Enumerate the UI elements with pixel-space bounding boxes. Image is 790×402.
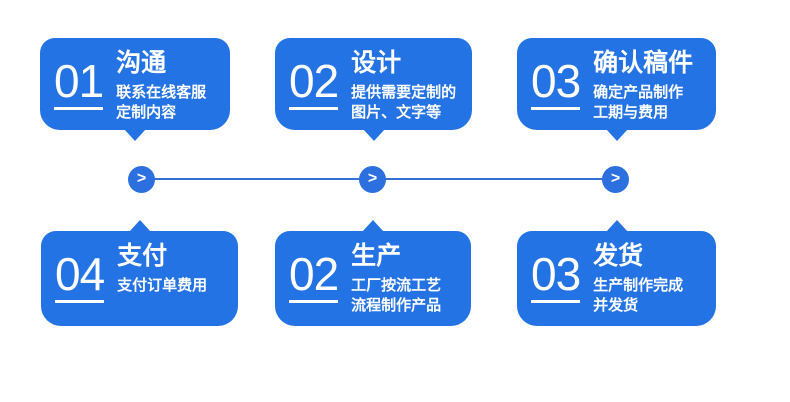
chevron-right-icon: > bbox=[602, 166, 629, 193]
step-number-underline bbox=[54, 107, 104, 110]
step-number: 03 bbox=[531, 55, 581, 107]
step-description: 确定产品制作 工期与费用 bbox=[593, 84, 684, 121]
step-title: 设计 bbox=[351, 49, 402, 77]
step-card-communication: 01 沟通 联系在线客服 定制内容 bbox=[40, 38, 230, 141]
step-number-block: 04 bbox=[55, 248, 105, 303]
step-description: 提供需要定制的 图片、文字等 bbox=[351, 84, 457, 121]
step-number-underline bbox=[531, 107, 581, 110]
pointer-tail-down-icon bbox=[605, 129, 628, 141]
step-card-production: 02 生产 工厂按流工艺 流程制作产品 bbox=[275, 220, 471, 326]
step-description: 支付订单费用 bbox=[117, 277, 208, 294]
pointer-tail-down-icon bbox=[124, 129, 146, 141]
step-card-payment: 04 支付 支付订单费用 bbox=[41, 220, 238, 326]
step-description: 工厂按流工艺 流程制作产品 bbox=[351, 277, 442, 314]
step-number: 01 bbox=[54, 55, 104, 107]
step-number: 02 bbox=[289, 248, 339, 300]
step-number: 04 bbox=[55, 248, 105, 300]
step-number-underline bbox=[289, 300, 339, 303]
step-description: 生产制作完成 并发货 bbox=[593, 277, 684, 314]
step-number: 03 bbox=[531, 248, 581, 300]
pointer-tail-up-icon bbox=[362, 220, 384, 232]
chevron-right-icon: > bbox=[359, 166, 386, 193]
step-number-block: 03 bbox=[531, 55, 581, 110]
step-description: 联系在线客服 定制内容 bbox=[116, 84, 207, 121]
step-number-block: 01 bbox=[54, 55, 104, 110]
pointer-tail-up-icon bbox=[605, 220, 628, 232]
step-title: 沟通 bbox=[116, 49, 167, 77]
step-number-block: 03 bbox=[531, 248, 581, 303]
step-card-design: 02 设计 提供需要定制的 图片、文字等 bbox=[275, 38, 472, 141]
step-number-underline bbox=[55, 300, 105, 303]
step-title: 确认稿件 bbox=[593, 49, 694, 77]
step-number-block: 02 bbox=[289, 248, 339, 303]
step-title: 支付 bbox=[117, 242, 168, 270]
step-number-underline bbox=[289, 107, 339, 110]
step-title: 发货 bbox=[593, 242, 644, 270]
pointer-tail-up-icon bbox=[128, 220, 151, 232]
step-number-block: 02 bbox=[289, 55, 339, 110]
step-number-underline bbox=[531, 300, 581, 303]
step-card-shipping: 03 发货 生产制作完成 并发货 bbox=[517, 220, 716, 326]
step-number: 02 bbox=[289, 55, 339, 107]
step-card-confirm-draft: 03 确认稿件 确定产品制作 工期与费用 bbox=[517, 38, 716, 141]
step-title: 生产 bbox=[351, 242, 402, 270]
chevron-right-icon: > bbox=[128, 166, 155, 193]
pointer-tail-down-icon bbox=[362, 129, 385, 141]
